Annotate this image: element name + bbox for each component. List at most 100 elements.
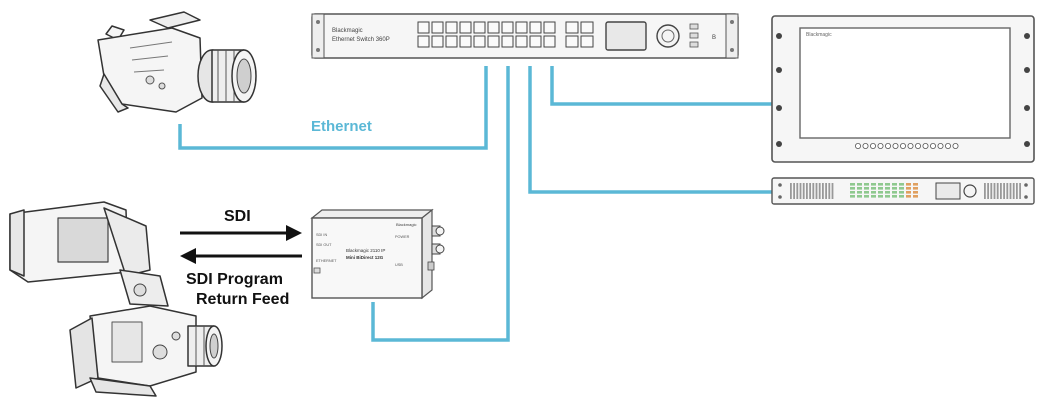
rack-vent-slot	[1003, 183, 1005, 199]
sdi-arrowhead	[286, 225, 302, 241]
rack-screw	[1024, 183, 1028, 187]
switch-port	[473, 21, 486, 34]
rack-meter-segment	[871, 183, 876, 186]
cinema-camera-icon	[97, 11, 257, 113]
rack-meter-segment	[899, 183, 904, 186]
converter-port-label: USB	[395, 263, 403, 267]
converter-title-line2: Mini BiDirect 12G	[346, 255, 384, 260]
switch-port	[445, 35, 458, 48]
switch-rack-ear-left	[311, 13, 325, 59]
switch-port	[543, 35, 556, 48]
rack-meter-segment	[906, 195, 911, 198]
ethernet-switch: Blackmagic Ethernet Switch 360P B	[311, 13, 739, 59]
rack-meter-segment	[906, 183, 911, 186]
rack-level-meters	[850, 183, 918, 198]
switch-port	[501, 21, 514, 34]
monitor-button	[930, 142, 937, 149]
rack-meter-segment	[885, 191, 890, 194]
switch-screw	[730, 48, 734, 52]
rack-vent-slot	[815, 183, 818, 199]
switch-port	[459, 21, 472, 34]
ethernet-label: Ethernet	[311, 118, 372, 135]
rack-vent-slot	[809, 183, 811, 199]
switch-screw	[316, 48, 320, 52]
switch-port	[487, 21, 500, 34]
studio-camera-body	[89, 305, 197, 387]
rack-meter-segment	[871, 191, 876, 194]
monitor-rack-hole	[1024, 33, 1030, 39]
monitor-rack-hole	[776, 33, 782, 39]
rack-meter-segment	[857, 195, 862, 198]
rack-converter	[771, 177, 1035, 205]
switch-port	[501, 35, 514, 48]
rack-meter-segment	[871, 187, 876, 190]
switch-knob-center	[661, 29, 675, 43]
rack-meter-segment	[857, 191, 862, 194]
rack-meter-segment	[864, 187, 869, 190]
switch-port	[459, 35, 472, 48]
rack-vent-slot	[990, 183, 993, 199]
mini-converter: Blackmagic Blackmagic 2110 IP Mini BiDir…	[310, 208, 445, 300]
rack-vent-slot	[1012, 183, 1015, 199]
rack-meter-segment	[892, 183, 897, 186]
rack-vent-right	[984, 183, 1021, 199]
rack-meter-segment	[878, 195, 883, 198]
monitor-rack-hole	[776, 105, 782, 111]
switch-port	[543, 21, 556, 34]
cable-monitor-to-switch	[550, 66, 772, 106]
rack-meter-segment	[878, 187, 883, 190]
camera-lens	[197, 49, 257, 103]
rack-meter-segment	[899, 191, 904, 194]
rack-vent-slot	[1000, 183, 1002, 199]
viewfinder-sunshade	[9, 209, 25, 277]
rack-meter-segment	[850, 191, 855, 194]
switch-sfp-port	[580, 35, 594, 48]
rack-meter-segment	[913, 183, 918, 186]
rack-meter-segment	[850, 195, 855, 198]
rack-vent-slot	[1019, 183, 1021, 199]
ethernet-cables	[178, 66, 772, 342]
rack-meter-segment	[857, 187, 862, 190]
camera-top-plate	[149, 11, 201, 29]
cable-rack-to-switch	[528, 66, 772, 194]
monitor-button	[937, 142, 944, 149]
studio-camera-lens	[187, 325, 223, 367]
rack-vent-slot	[812, 183, 815, 199]
switch-screw	[730, 20, 734, 24]
monitor-rack-hole	[776, 67, 782, 73]
rack-meter-segment	[906, 187, 911, 190]
rack-meter-segment	[913, 195, 918, 198]
viewfinder-screen	[57, 217, 109, 263]
rack-meter-segment	[906, 191, 911, 194]
switch-button	[689, 23, 699, 30]
rack-meter-segment	[850, 183, 855, 186]
rack-meter-segment	[899, 187, 904, 190]
switch-port	[445, 21, 458, 34]
rack-vent-slot	[796, 183, 799, 199]
rack-meter-segment	[913, 187, 918, 190]
monitor-rack-hole	[1024, 105, 1030, 111]
bnc-connector	[431, 243, 445, 255]
rack-vent-slot	[825, 183, 827, 199]
rack-vent-slot	[1006, 183, 1009, 199]
rack-meter-segment	[885, 195, 890, 198]
rack-screw	[778, 195, 782, 199]
switch-port	[487, 35, 500, 48]
converter-side-face	[421, 208, 433, 300]
switch-port-grid	[417, 21, 594, 48]
monitor-button	[900, 142, 907, 149]
rack-meter-segment	[864, 195, 869, 198]
rack-vent-slot	[984, 183, 986, 199]
converter-port-label: SDI IN	[316, 233, 327, 237]
switch-button	[689, 41, 699, 48]
bnc-connector	[431, 225, 445, 237]
cable-camera-to-switch	[178, 66, 488, 150]
monitor-rack-hole	[776, 141, 782, 147]
studio-camera-side	[69, 317, 99, 389]
rack-vent-slot	[987, 183, 989, 199]
switch-port	[529, 35, 542, 48]
rack-vent-slot	[806, 183, 808, 199]
converter-title-line1: Blackmagic 2110 IP	[346, 248, 385, 253]
switch-button	[689, 32, 699, 39]
